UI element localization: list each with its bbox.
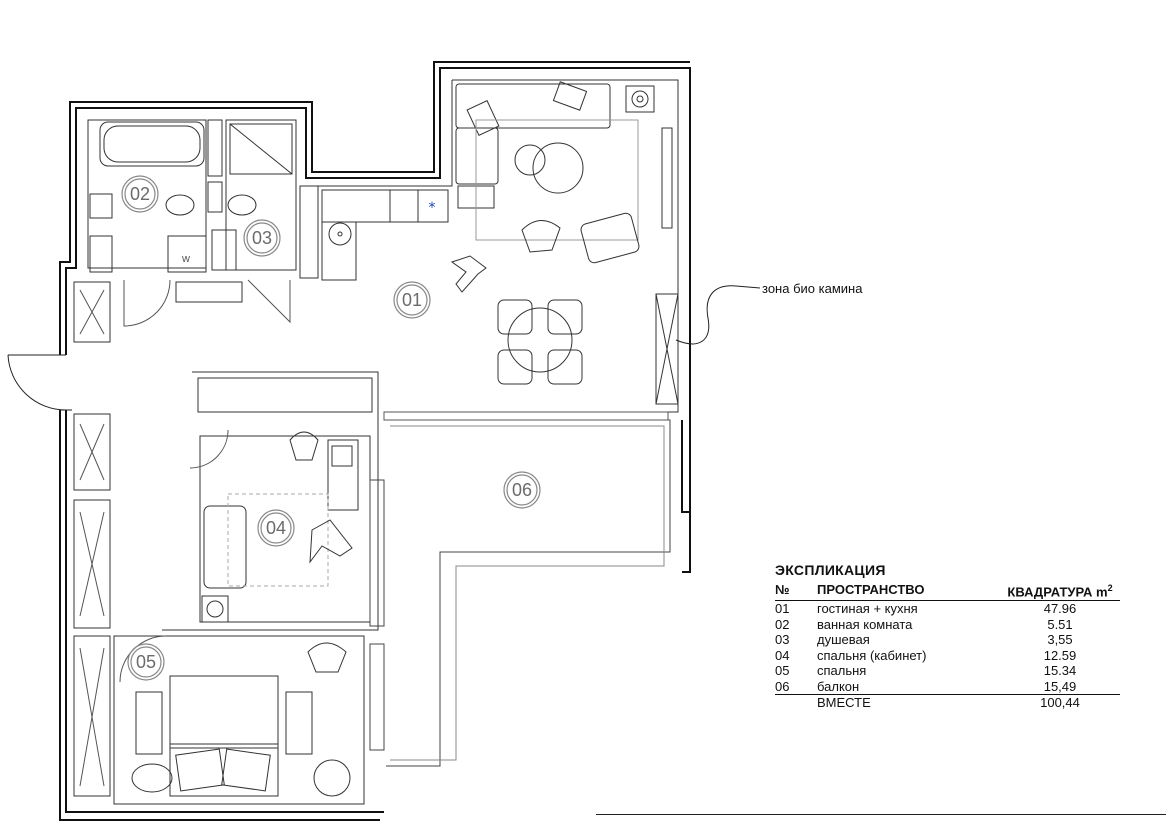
washbasin [89, 193, 113, 219]
toilet-icon [165, 194, 195, 216]
room-label-05: 05 [136, 652, 156, 672]
room-label-02: 02 [130, 184, 150, 204]
room-06-balcony [369, 411, 671, 767]
kitchen-counter [321, 189, 449, 223]
room-01-living-kitchen [299, 79, 679, 413]
room-05-bedroom [113, 635, 365, 805]
nightstand-left [135, 691, 163, 755]
legend-total-row: ВМЕСТЕ 100,44 [775, 694, 1120, 711]
legend-header-space: ПРОСТРАНСТВО [817, 580, 1000, 602]
balcony-window-strip [383, 411, 669, 421]
legend-header-area: КВАДРАТУРА m2 [1000, 580, 1120, 602]
armchair-icon [521, 220, 561, 253]
study-ac-unit [201, 595, 229, 623]
room-02-bathroom [87, 119, 243, 327]
tv-unit [661, 127, 673, 229]
legend-title: ЭКСПЛИКАЦИЯ [775, 562, 886, 578]
legend-total-area: 100,44 [1000, 694, 1120, 711]
shower-washbasin [211, 229, 237, 271]
room-label-04: 04 [266, 518, 286, 538]
room-04-bedroom-study [162, 371, 379, 631]
sofa [455, 83, 611, 129]
kitchen-counter-side [321, 221, 357, 281]
room-label-06: 06 [512, 480, 532, 500]
room-label-03: 03 [252, 228, 272, 248]
legend-total-label: ВМЕСТЕ [775, 694, 1000, 711]
person-icon [450, 255, 487, 293]
double-bed [169, 675, 279, 797]
entry-door[interactable] [7, 354, 72, 411]
study-person-icon [309, 519, 353, 564]
armchair-icon-2 [580, 212, 640, 264]
radiator [175, 281, 243, 303]
sink-icon [328, 222, 352, 246]
shower-toilet-icon [227, 194, 257, 216]
coffee-table-icon [532, 142, 584, 194]
living-rug [475, 119, 639, 241]
dining-table-icon [507, 307, 573, 373]
laptop-icon [331, 445, 353, 467]
explication-legend: ЭКСПЛИКАЦИЯ № ПРОСТРАНСТВО КВАДРАТУРА m2… [775, 562, 1120, 711]
study-rug [227, 493, 329, 587]
study-sofa [203, 505, 247, 589]
nightstand-right [285, 691, 313, 755]
bio-fireplace [655, 293, 679, 405]
star-icon: * [429, 200, 436, 216]
bedroom-armchair-icon [307, 642, 347, 673]
wc-mark: w [181, 253, 190, 265]
desk [327, 439, 359, 511]
title-block-edge [596, 814, 1166, 822]
hall-wardrobes [73, 281, 111, 797]
shower-tray [229, 123, 293, 175]
fireplace-annotation: зона био камина [762, 281, 863, 296]
fridge [299, 185, 319, 279]
bathtub [99, 121, 205, 167]
bedroom-chair-icon [313, 759, 351, 797]
room-markers [121, 175, 541, 681]
study-chair-icon [289, 431, 319, 461]
fireplace-annotation-leader [675, 285, 761, 345]
room-label-01: 01 [402, 290, 422, 310]
room-03-shower [211, 119, 297, 324]
legend-header-num: № [775, 580, 817, 602]
outer-walls [59, 61, 691, 821]
bedroom-ottoman-icon [131, 763, 173, 793]
ac-unit-icon [631, 90, 649, 108]
